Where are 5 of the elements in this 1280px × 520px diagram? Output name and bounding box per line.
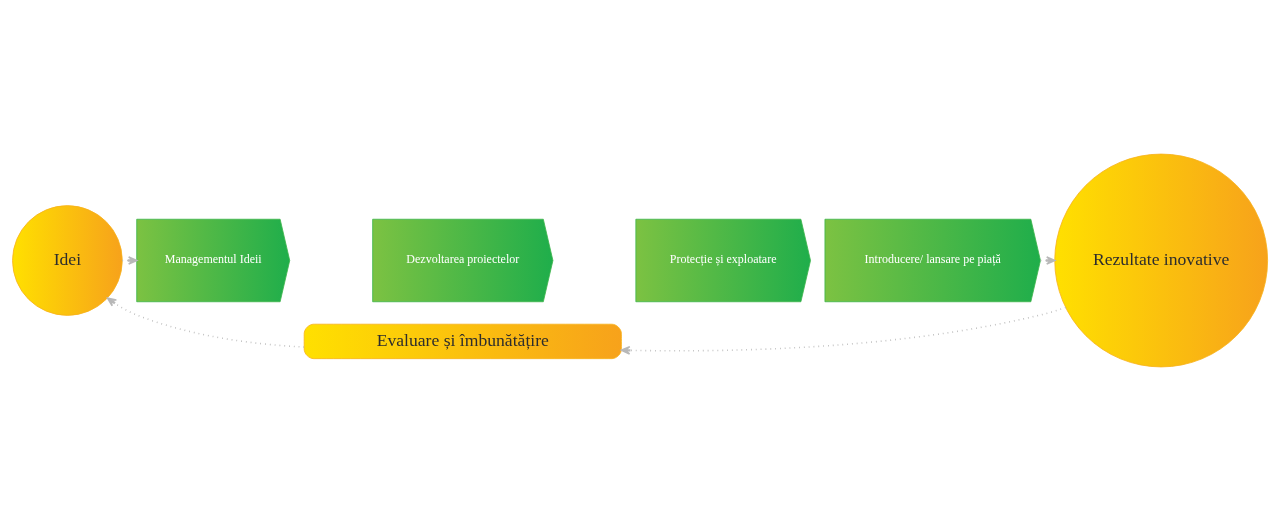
arrow — [106, 296, 305, 348]
node-box: Evaluare și îmbunătățire — [303, 323, 622, 359]
node-circle: Rezultate inovative — [1054, 153, 1268, 367]
arrow — [620, 306, 1067, 355]
node-circle: Idei — [12, 204, 123, 316]
